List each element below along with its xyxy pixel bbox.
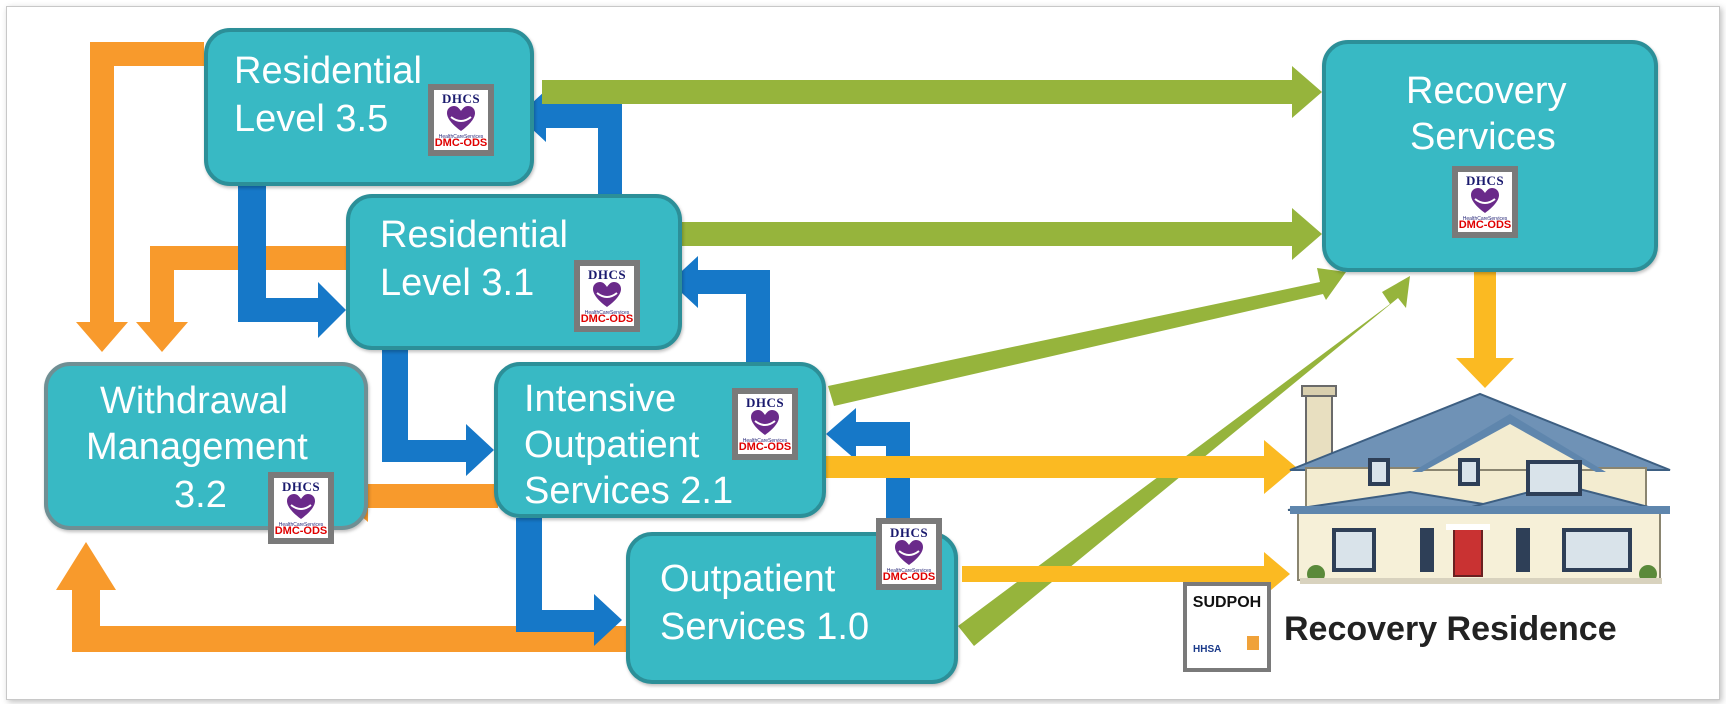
dhcs-badge: DHCS HealthCareServices DMC-ODS [268,472,334,544]
node-intensive-line1: Intensive [524,378,677,420]
dmc-ods-label: DMC-ODS [434,137,488,149]
dhcs-label: DHCS [587,267,627,282]
node-residential-3-5-line1: Residential [234,50,422,92]
node-withdrawal-line1: Withdrawal [100,380,288,422]
arrow-intensive-to-residence [826,440,1296,494]
dhcs-label: DHCS [1465,173,1505,188]
recovery-residence-caption: Recovery Residence [1284,610,1617,648]
dhcs-heart-icon [287,494,315,519]
arrow-intensive-to-res31 [670,256,770,362]
sudpoh-title: SUDPOH [1192,594,1262,611]
arrow-intensive-to-recovery [828,268,1346,406]
arrow-res31-to-res35 [518,90,622,196]
dhcs-tagline: HealthCareServices [1462,216,1508,222]
dhcs-badge: DHCS HealthCareServices DMC-ODS [1452,166,1518,238]
live-well-mark-icon [1247,636,1259,650]
dhcs-label: DHCS [889,525,929,540]
dhcs-badge: DHCS HealthCareServices DMC-ODS [574,260,640,332]
arrow-res35-to-recovery [542,66,1322,118]
node-residential-3-5-line2: Level 3.5 [234,98,389,140]
hhsa-label: HHSA [1193,644,1222,655]
arrow-intensive-to-withdrawal [338,470,498,522]
dhcs-heart-icon [751,410,779,435]
dhcs-tagline: HealthCareServices [742,438,788,444]
dhcs-heart-icon [447,106,475,131]
arrow-outpatient-to-withdrawal [56,542,628,652]
dhcs-badge: DHCS HealthCareServices DMC-ODS [428,84,494,156]
dhcs-tagline: HealthCareServices [438,134,484,140]
node-withdrawal-line2: Management [86,426,308,468]
dhcs-label: DHCS [441,91,481,106]
dhcs-tagline: HealthCareServices [278,522,324,528]
node-residential-3-1-line1: Residential [380,214,568,256]
node-withdrawal-management-3-2: Withdrawal Management 3.2 [44,362,368,530]
node-intensive-line3: Services 2.1 [524,470,734,512]
node-residential-3-1-line2: Level 3.1 [380,262,535,304]
node-intensive-line2: Outpatient [524,424,700,466]
arrow-res35-to-withdrawal [76,42,204,352]
dhcs-label: DHCS [281,479,321,494]
gold-arrows [826,270,1514,596]
arrow-outpatient-to-intensive [826,408,910,524]
dhcs-badge: DHCS HealthCareServices DMC-ODS [876,518,942,590]
sudpoh-logo: SUDPOH HHSA [1183,582,1271,672]
node-recovery-line1: Recovery [1406,70,1567,112]
dhcs-heart-icon [1471,188,1499,213]
dmc-ods-label: DMC-ODS [738,441,792,453]
arrow-res31-to-recovery [682,208,1322,260]
node-recovery-line2: Services [1410,116,1556,158]
dhcs-badge: DHCS HealthCareServices DMC-ODS [732,388,798,460]
dhcs-tagline: HealthCareServices [886,568,932,574]
node-outpatient-line1: Outpatient [660,558,836,600]
dhcs-heart-icon [895,540,923,565]
node-recovery-services: Recovery Services [1322,40,1658,272]
dmc-ods-label: DMC-ODS [274,525,328,537]
arrow-outpatient-to-residence [962,552,1290,596]
dmc-ods-label: DMC-ODS [580,313,634,325]
dmc-ods-label: DMC-ODS [1458,219,1512,231]
blue-arrows [238,90,910,646]
dmc-ods-label: DMC-ODS [882,571,936,583]
arrow-recovery-to-residence [1456,270,1514,388]
house-icon [1287,385,1671,584]
arrow-res35-to-res31 [238,186,346,338]
dhcs-label: DHCS [745,395,785,410]
arrow-res31-to-intensive [382,350,494,476]
node-withdrawal-line3: 3.2 [174,474,227,516]
arrow-intensive-to-outpatient [516,518,622,646]
node-outpatient-line2: Services 1.0 [660,606,870,648]
dhcs-tagline: HealthCareServices [584,310,630,316]
dhcs-heart-icon [593,282,621,307]
